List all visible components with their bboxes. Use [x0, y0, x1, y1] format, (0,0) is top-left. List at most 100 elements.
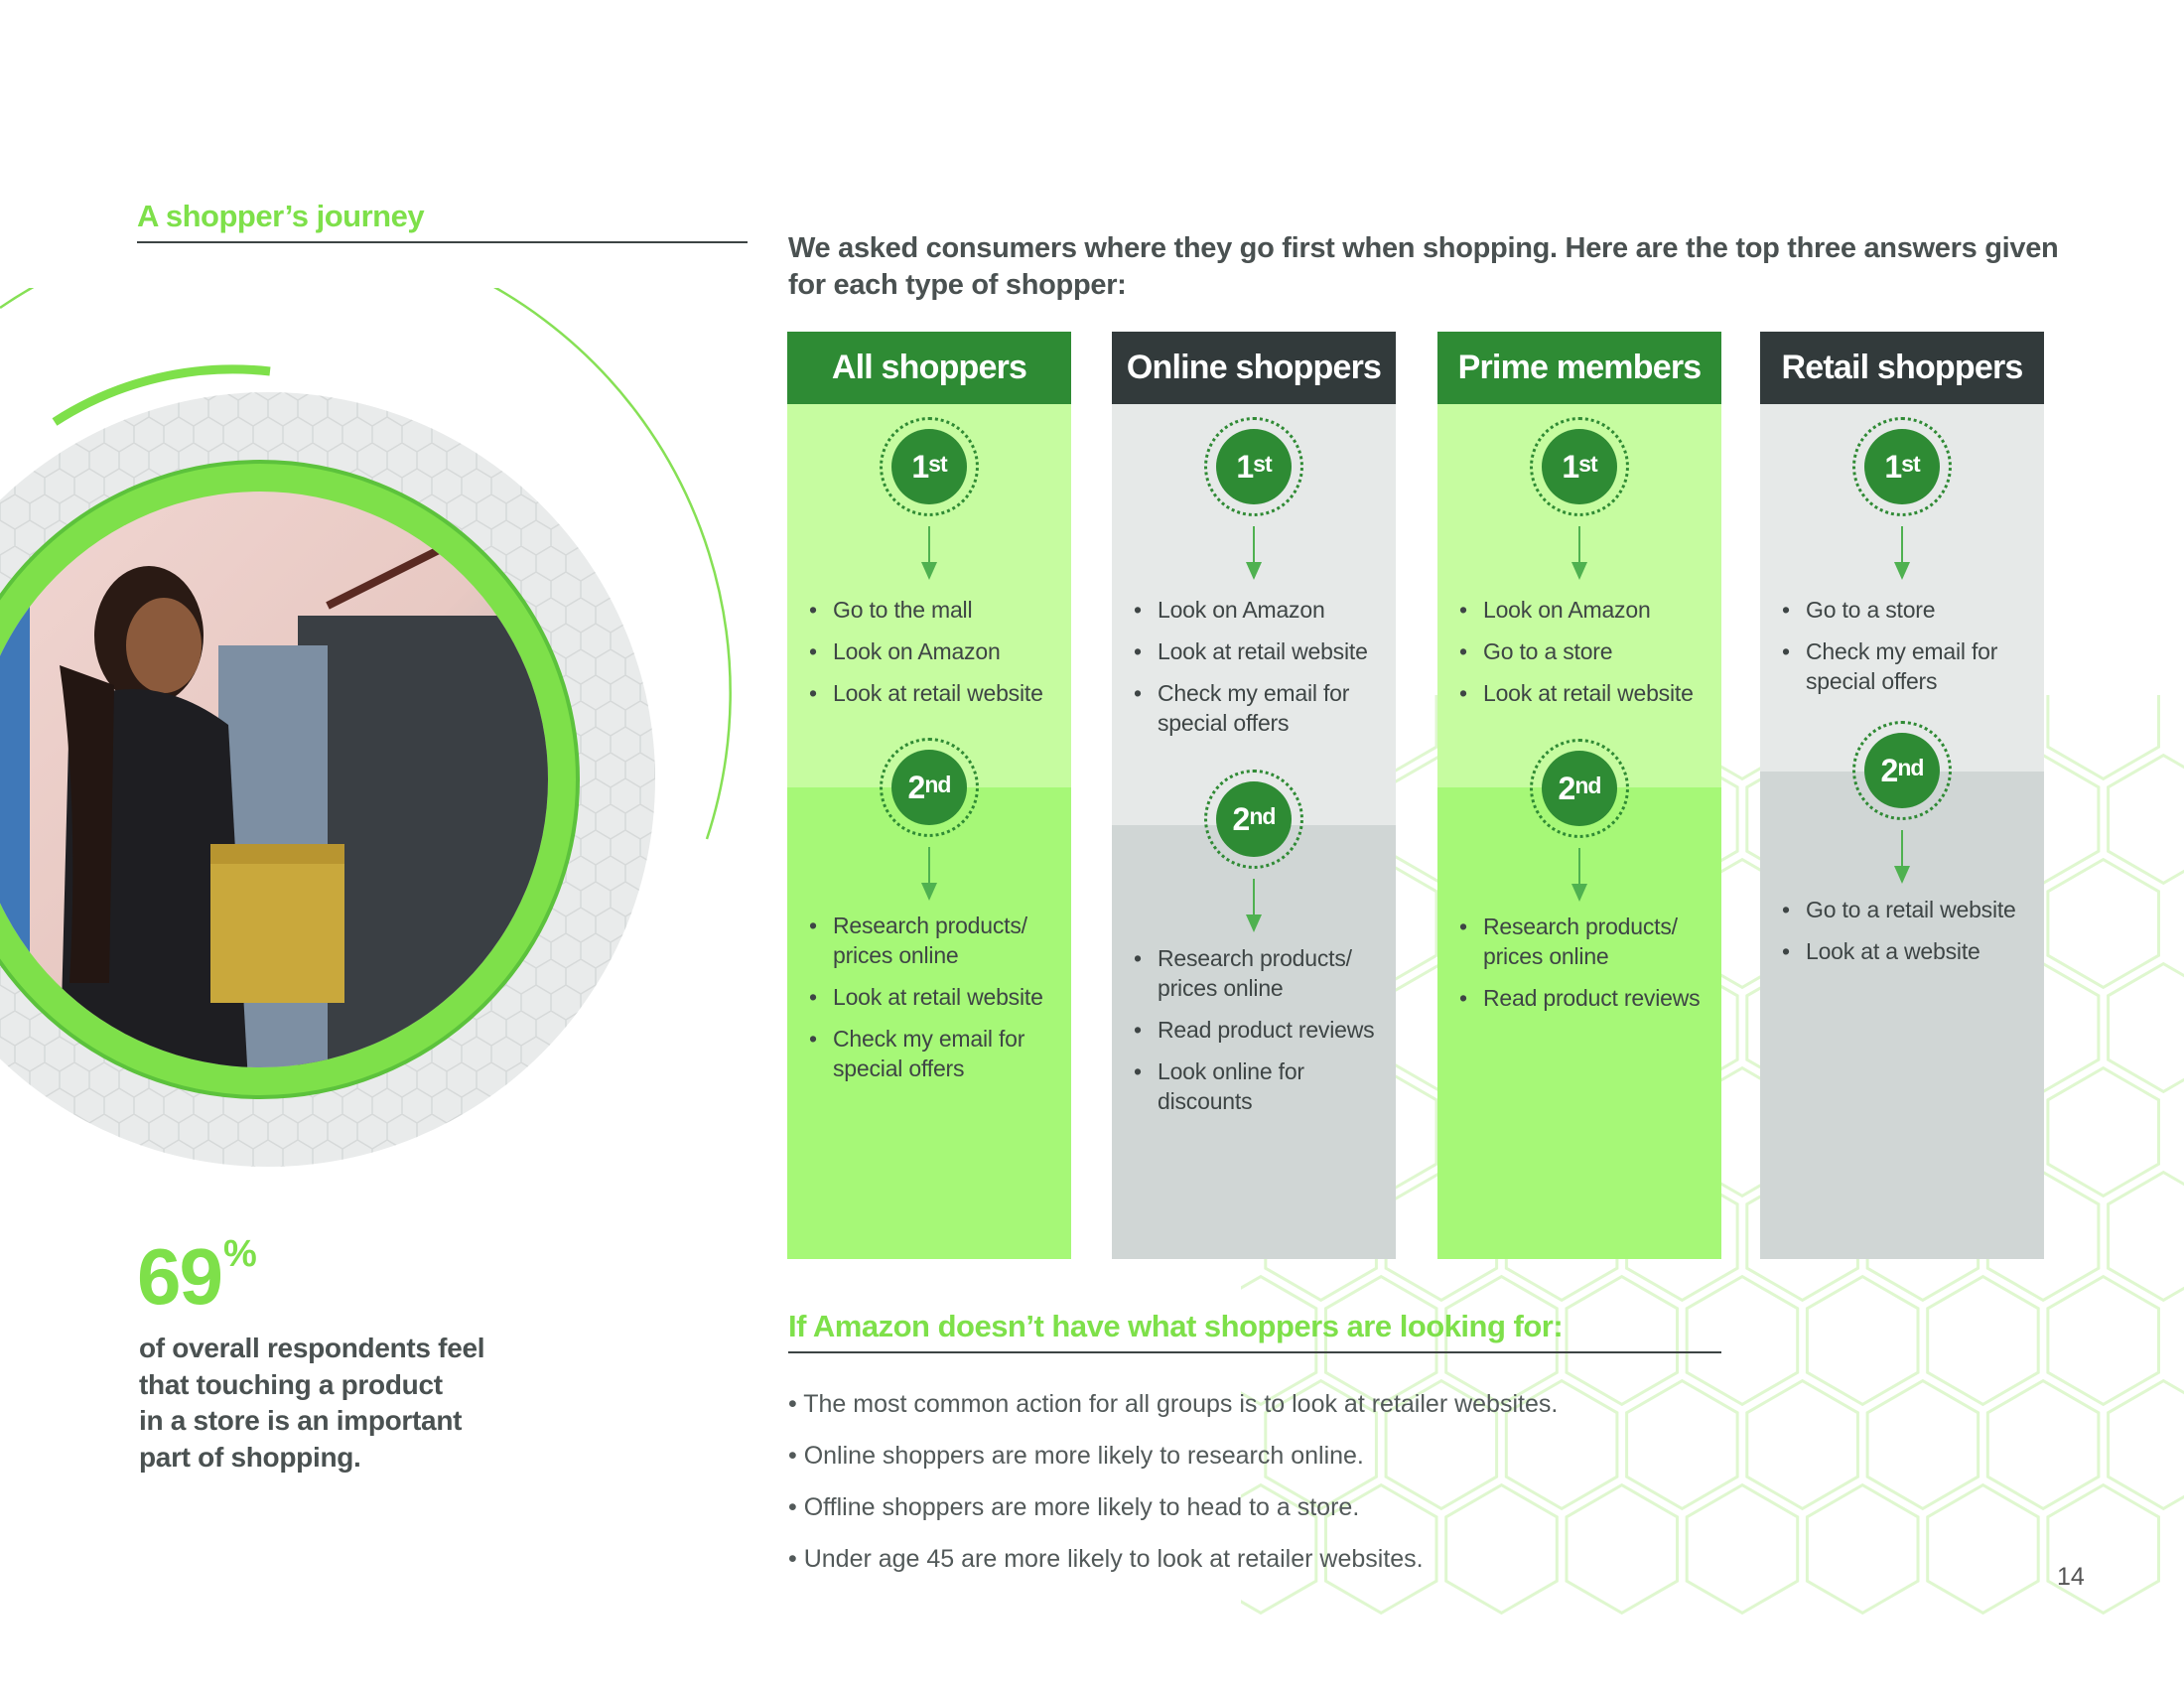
first-choice-badge-suffix: st [928, 451, 947, 477]
hexagon-shape [2107, 753, 2184, 886]
choice-item: Look on Amazon [809, 636, 1063, 666]
finding-item: • Offline shoppers are more likely to he… [788, 1493, 1360, 1521]
hexagon-shape [1926, 1482, 2040, 1616]
shopper-column: Online shoppers 1stLook on AmazonLook at … [1112, 332, 1396, 1259]
hexagon-shape [1685, 1482, 1800, 1616]
hexagon-shape [1926, 1274, 2040, 1407]
first-choice-badge-number: 1 [1562, 449, 1579, 485]
hexagon-shape [1625, 1378, 1739, 1511]
finding-item: • Under age 45 are more likely to look a… [788, 1545, 1424, 1573]
down-arrow-icon [921, 847, 937, 901]
column-header: Retail shoppers [1760, 332, 2044, 404]
second-choice-badge-number: 2 [1558, 771, 1576, 806]
stat-unit: % [222, 1233, 257, 1275]
badge-dotted-ring [1530, 739, 1629, 838]
first-choice-badge-suffix: st [1578, 451, 1597, 477]
shopper-column: Retail shoppers 1st Go to a storeCheck my … [1760, 332, 2044, 1259]
stat-description: of overall respondents feel that touchin… [139, 1331, 485, 1476]
hexagon-shape [1241, 1482, 1318, 1616]
choice-item: Look at a website [1782, 936, 2036, 966]
second-choice-badge-number: 2 [1880, 753, 1899, 788]
subsection-title: If Amazon doesn’t have what shoppers are… [788, 1309, 1564, 1343]
section-title: A shopper’s journey [137, 199, 425, 233]
hexagon-shape [1685, 1274, 1800, 1407]
choice-item: Read product reviews [1134, 1015, 1388, 1045]
page-number: 14 [2057, 1563, 2085, 1591]
intro-heading: We asked consumers where they go first w… [788, 232, 2059, 301]
first-choice-badge-number: 1 [1236, 449, 1254, 485]
choice-item: Read product reviews [1459, 983, 1713, 1013]
outer-arc [0, 288, 732, 840]
shopper-photo-circle [0, 288, 732, 1167]
badge-disc: 2nd [891, 750, 967, 825]
first-choice-badge: 1st [1852, 417, 1952, 516]
down-arrow-icon [1894, 526, 1910, 580]
first-choices-list: Go to a storeCheck my email for special … [1782, 595, 2036, 708]
choice-item: Go to a store [1459, 636, 1713, 666]
section-title-rule [137, 241, 748, 243]
choice-item: Research products/ prices online [1134, 943, 1388, 1003]
first-choices-list: Look on AmazonGo to a storeLook at retai… [1459, 595, 1713, 720]
findings-list: • The most common action for all groups … [788, 1378, 1558, 1585]
hexagon-shape [2046, 1482, 2160, 1616]
badge-disc: 1st [891, 429, 967, 504]
badge-disc: 2nd [1542, 751, 1617, 826]
first-choice-badge: 1st [1204, 417, 1303, 516]
choice-item: Check my email for special offers [1782, 636, 2036, 696]
hexagon-shape [2046, 1274, 2160, 1407]
shopper-column: Prime members 1stLook on AmazonGo to a st… [1437, 332, 1721, 1259]
badge-dotted-ring [1204, 770, 1303, 869]
stat-line: part of shopping. [139, 1441, 361, 1473]
hexagon-shape [1241, 1274, 1318, 1407]
first-choices-list: Look on AmazonLook at retail websiteChec… [1134, 595, 1388, 750]
hexagon-shape [1324, 1274, 1438, 1407]
second-choices-list: Research products/ prices onlineRead pro… [1134, 943, 1388, 1128]
column-header: Online shoppers [1112, 332, 1396, 404]
second-choices-list: Research products/ prices onlineLook at … [809, 911, 1063, 1095]
column-header: All shoppers [787, 332, 1071, 404]
choice-item: Check my email for special offers [1134, 678, 1388, 738]
hexagon-shape [1504, 1378, 1619, 1511]
hexagon-shape [2107, 1378, 2184, 1511]
shopper-column: All shoppers 1st Go to the mallLook on Ama… [787, 332, 1071, 1259]
choice-item: Go to a store [1782, 595, 2036, 625]
hexagon-shape [2107, 1170, 2184, 1303]
badge-dotted-ring [1530, 417, 1629, 516]
first-choice-badge: 1st [1530, 417, 1629, 516]
shopper-photo [0, 492, 548, 1067]
second-choice-badge-suffix: nd [1574, 773, 1601, 798]
stat-number: 69 [137, 1232, 223, 1321]
finding-text: The most common action for all groups is… [803, 1390, 1559, 1418]
first-choices-list: Go to the mallLook on AmazonLook at reta… [809, 595, 1063, 720]
choice-item: Check my email for special offers [809, 1024, 1063, 1083]
second-choice-badge-suffix: nd [1897, 755, 1924, 780]
hexagon-shape [1985, 1378, 2101, 1511]
down-arrow-icon [1894, 830, 1910, 884]
choice-item: Research products/ prices online [809, 911, 1063, 970]
first-choice-badge-suffix: st [1901, 451, 1920, 477]
hexagon-shape [1565, 1482, 1679, 1616]
first-choice-badge-number: 1 [1884, 449, 1902, 485]
second-choice-badge: 2nd [880, 738, 979, 837]
finding-item: • The most common action for all groups … [788, 1390, 1559, 1418]
choice-item: Look online for discounts [1134, 1056, 1388, 1116]
down-arrow-icon [1571, 526, 1587, 580]
badge-dotted-ring [1852, 417, 1952, 516]
second-choice-badge: 2nd [1204, 770, 1303, 869]
badge-dotted-ring [1204, 417, 1303, 516]
down-arrow-icon [1246, 879, 1262, 932]
second-choice-badge: 2nd [1530, 739, 1629, 838]
badge-dotted-ring [880, 738, 979, 837]
stat-line: in a store is an important [139, 1405, 463, 1436]
stat-value: 69% [137, 1231, 257, 1323]
column-header: Prime members [1437, 332, 1721, 404]
badge-disc: 1st [1216, 429, 1292, 504]
second-choice-badge-suffix: nd [924, 772, 951, 797]
down-arrow-icon [1246, 526, 1262, 580]
stat-line: that touching a product [139, 1368, 443, 1400]
badge-disc: 1st [1542, 429, 1617, 504]
first-choice-badge: 1st [880, 417, 979, 516]
hexagon-shape [1865, 1378, 1980, 1511]
hexagon-shape [2046, 695, 2160, 781]
finding-text: Online shoppers are more likely to resea… [803, 1442, 1364, 1470]
